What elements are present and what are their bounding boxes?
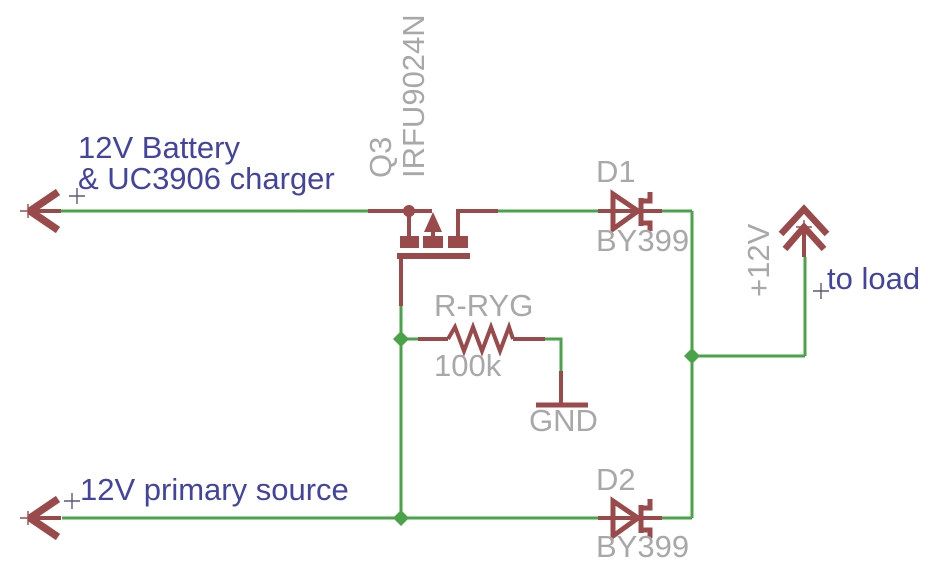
d2-refdes: D2 [596,462,636,497]
battery-label-line1: 12V Battery [78,130,240,165]
mosfet-gate-bar [397,253,470,259]
battery-label-line2: & UC3906 charger [78,161,335,196]
gnd-symbol [536,371,588,408]
d2-value: BY399 [596,529,690,564]
diode-d1-symbol [598,189,662,234]
q3-name-value-block: Q3 IRFU9024N [363,14,431,178]
d1-value: BY399 [596,223,690,258]
gnd-label: GND [529,403,598,438]
q3-value: IRFU9024N [396,14,431,178]
q3-refdes: Q3 [363,136,398,178]
resistor-rryg-symbol [418,321,545,357]
pin-cross-primary [20,511,36,525]
mosfet-q3-symbol [368,205,498,306]
label-cross-primary [64,493,80,509]
offpage-arrow-primary [20,495,61,541]
junction-dot-resistor-tap [393,331,409,347]
offpage-arrow-battery [20,188,61,234]
label-cross-battery [69,188,85,204]
to-load-label: to load [827,261,921,296]
diode-d2-symbol [598,496,662,541]
plus12v-label: +12V [741,223,776,297]
junction-dot-load-tap [684,348,700,364]
pin-cross-battery [20,204,36,218]
d1-refdes: D1 [596,154,636,189]
resistor-value: 100k [434,348,502,383]
junction-dot-primary-wire [393,510,409,526]
resistor-refdes: R-RYG [434,288,534,323]
mosfet-body-arrow [424,212,442,232]
primary-source-label: 12V primary source [80,472,349,507]
net-output-right [690,211,807,518]
pin-cross-supply [796,220,812,234]
supply-plus12v-symbol [778,204,830,257]
label-cross-to-load [813,283,829,299]
